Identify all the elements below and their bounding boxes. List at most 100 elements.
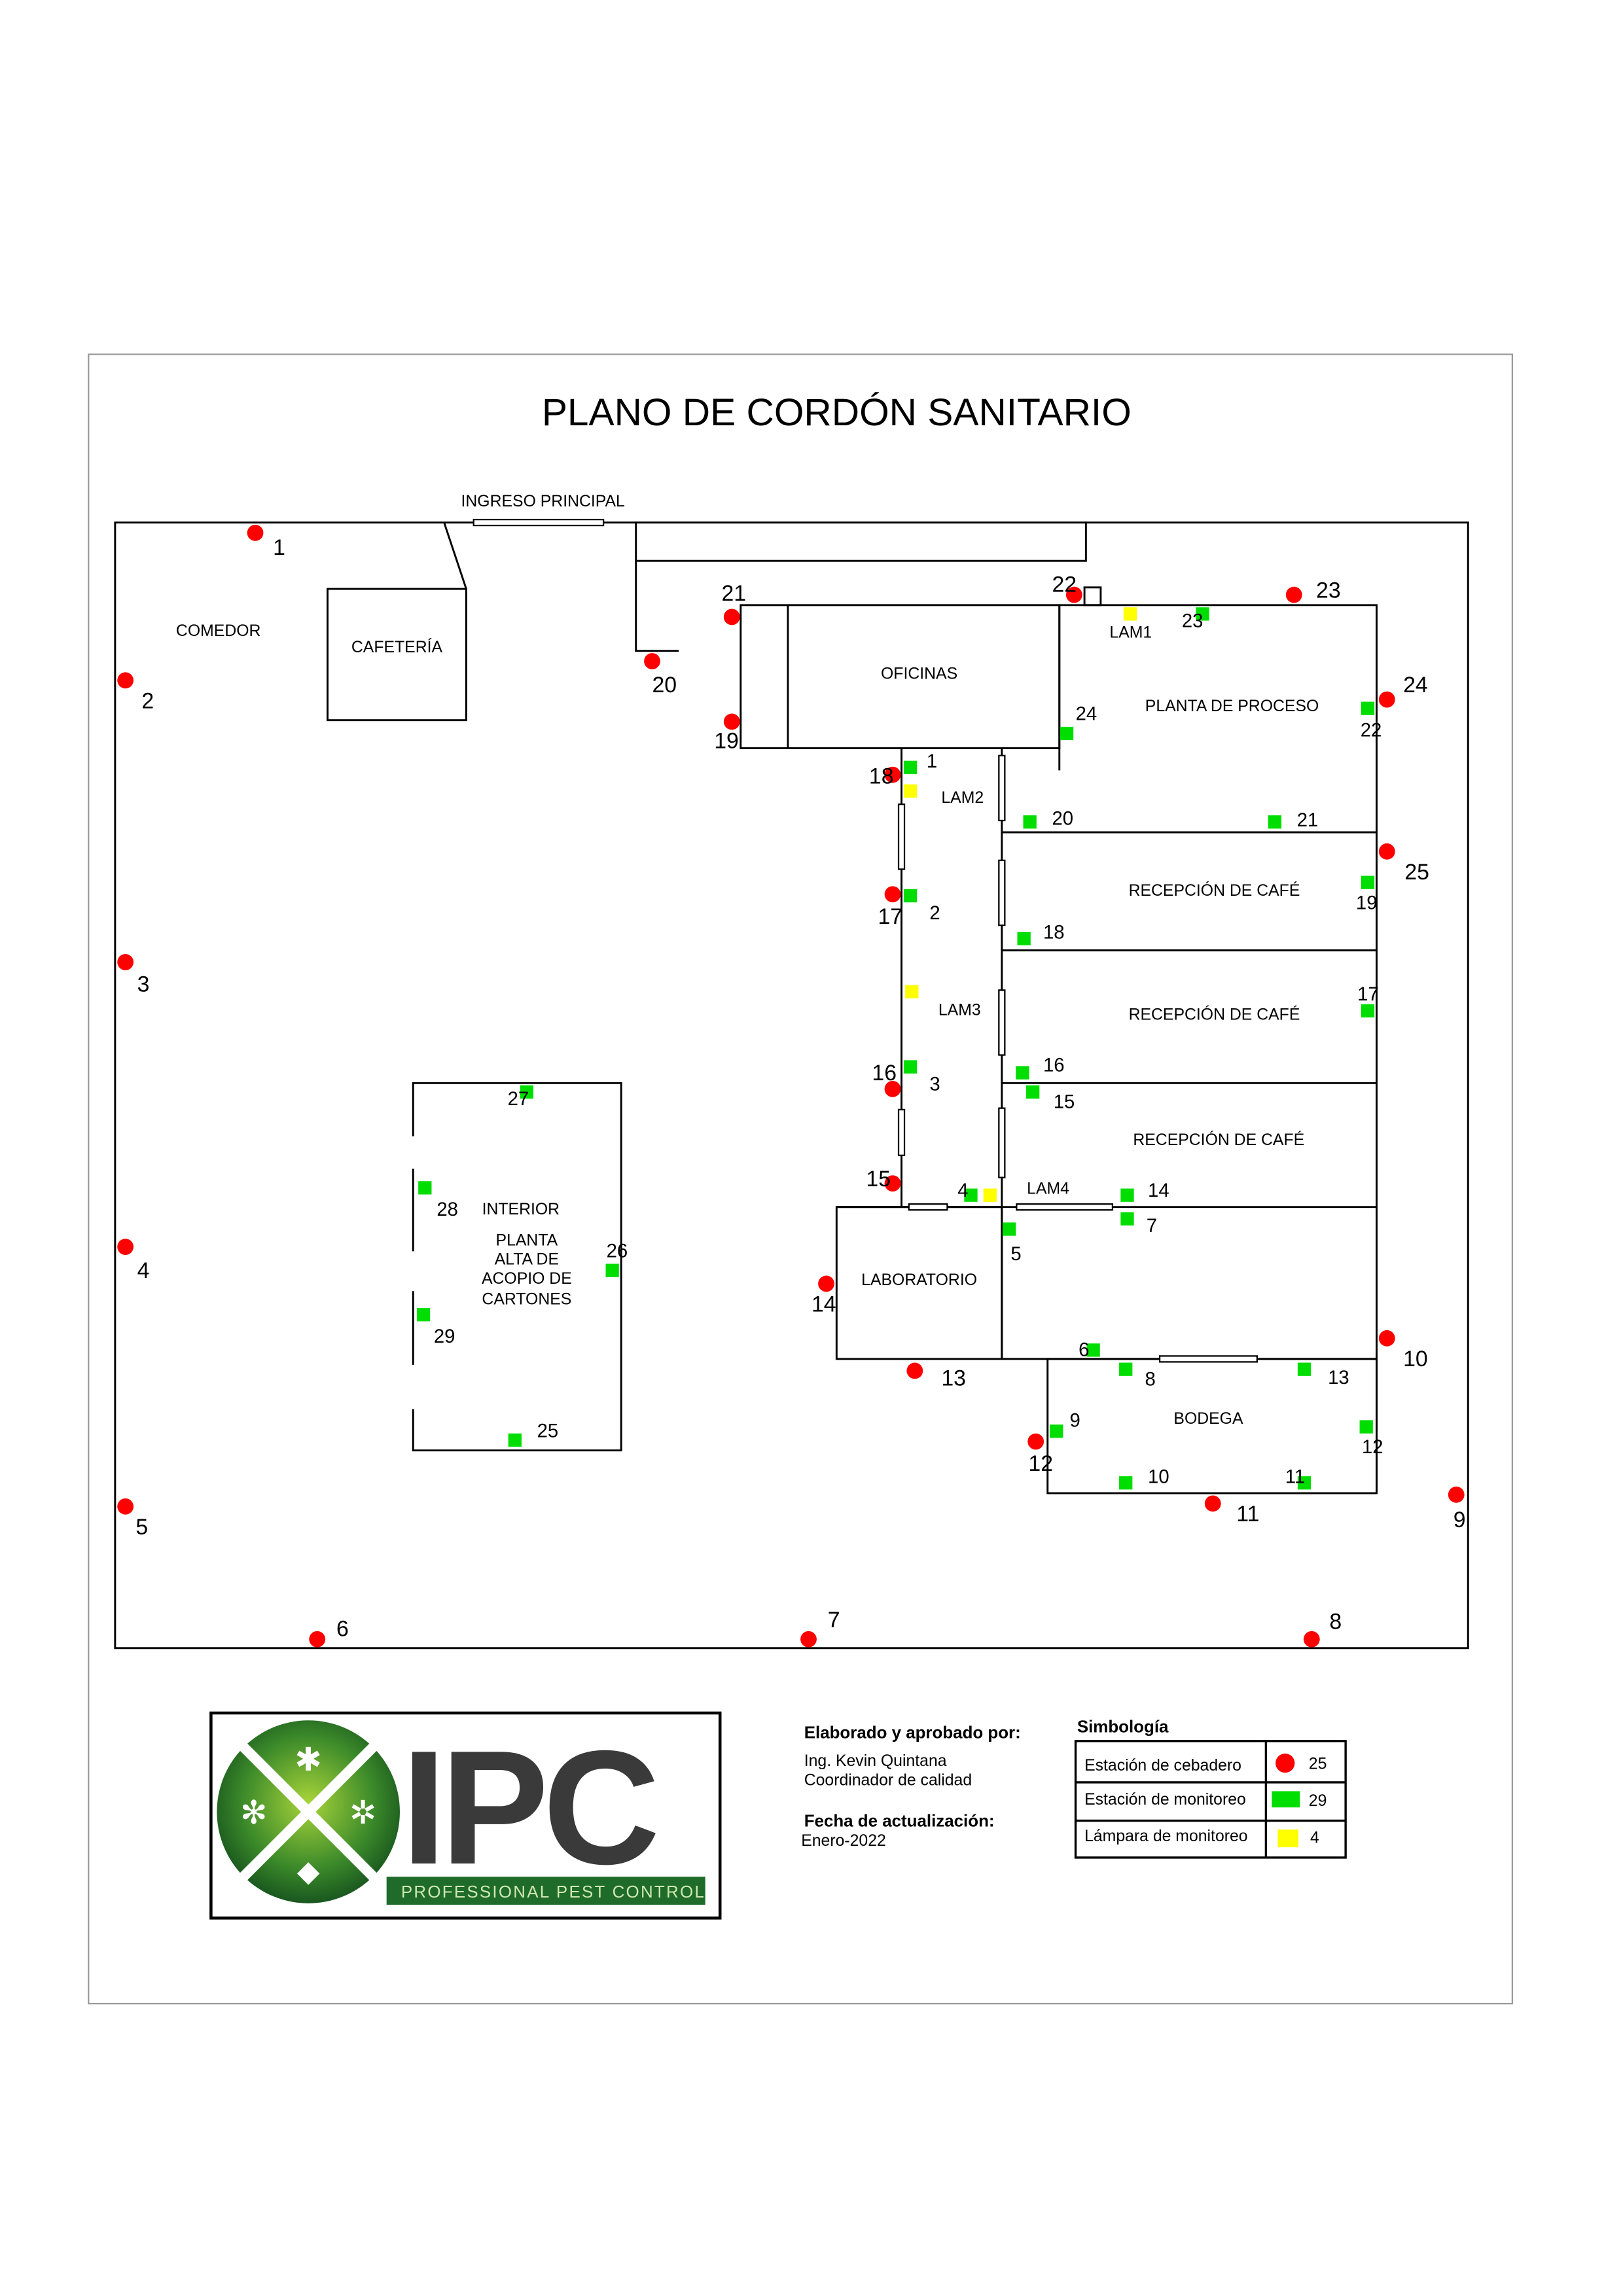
logo-tagline: PROFESSIONAL PEST CONTROL xyxy=(401,1883,705,1901)
bait-station-icon xyxy=(884,886,901,903)
legend-monitor-count: 29 xyxy=(1309,1792,1327,1810)
monitor-station-label: 2 xyxy=(929,902,940,924)
label-recepcion-3: RECEPCIÓN DE CAFÉ xyxy=(1133,1131,1304,1149)
label-planta-alta-3: ACOPIO DE xyxy=(482,1270,572,1288)
monitor-station-icon xyxy=(964,1188,978,1202)
label-planta-alta-2: ALTA DE xyxy=(495,1251,559,1269)
monitor-station-label: 3 xyxy=(929,1074,940,1095)
monitor-station-label: 24 xyxy=(1076,703,1097,725)
monitor-station-icon xyxy=(903,889,918,903)
monitor-station-icon xyxy=(1361,1004,1375,1017)
main-entrance-door xyxy=(473,518,605,527)
monitor-station-label: 29 xyxy=(434,1326,455,1347)
bait-station-label: 22 xyxy=(1052,573,1077,597)
bait-station-label: 21 xyxy=(721,581,746,606)
date-heading: Fecha de actualización: xyxy=(804,1812,995,1831)
monitor-station-icon xyxy=(605,1263,619,1277)
bait-station-icon xyxy=(1378,843,1395,860)
bait-station-icon xyxy=(1303,1631,1320,1648)
bait-station-label: 12 xyxy=(1028,1451,1053,1476)
monitor-station-icon xyxy=(903,760,918,774)
monitor-station-label: 15 xyxy=(1054,1091,1075,1113)
ipc-logo: ✱ ✲ ✻ ◆ IPC PROFESSIONAL PEST CONTROL xyxy=(209,1711,722,1920)
monitor-station-icon xyxy=(1120,1212,1134,1226)
monitor-station-icon xyxy=(1002,1222,1016,1236)
monitor-station-label: 16 xyxy=(1043,1054,1065,1076)
monitor-station-icon xyxy=(1026,1085,1040,1099)
bait-station-label: 1 xyxy=(273,535,285,560)
monitor-station-icon xyxy=(1016,1066,1029,1080)
bait-station-label: 20 xyxy=(652,673,677,698)
bait-station-label: 25 xyxy=(1404,860,1429,885)
monitor-station-icon xyxy=(903,1060,918,1074)
bait-station-label: 19 xyxy=(714,729,739,754)
logo-text: IPC xyxy=(401,1716,656,1898)
approver-name: Ing. Kevin Quintana xyxy=(804,1752,947,1770)
monitor-station-label: 17 xyxy=(1357,983,1379,1005)
monitor-station-label: 5 xyxy=(1010,1243,1021,1265)
monitor-station-label: 11 xyxy=(1285,1466,1305,1487)
lamp-label: LAM3 xyxy=(938,1002,981,1019)
legend-title: Simbología xyxy=(1077,1718,1169,1736)
label-laboratorio: LABORATORIO xyxy=(861,1271,977,1289)
page-border xyxy=(88,353,1514,2005)
monitor-station-icon xyxy=(418,1181,432,1195)
monitor-station-label: 18 xyxy=(1043,921,1065,943)
plan-title: PLANO DE CORDÓN SANITARIO xyxy=(542,391,1132,434)
bait-station-icon xyxy=(723,713,740,730)
approved-heading: Elaborado y aprobado por: xyxy=(804,1723,1021,1742)
legend-lamp-icon xyxy=(1277,1829,1298,1848)
bait-station-label: 14 xyxy=(812,1292,836,1317)
bait-station-icon xyxy=(117,672,134,689)
bait-station-icon xyxy=(117,954,134,970)
bait-station-icon xyxy=(884,1175,901,1192)
label-recepcion-1: RECEPCIÓN DE CAFÉ xyxy=(1129,882,1300,900)
legend-monitor-label: Estación de monitoreo xyxy=(1084,1791,1246,1809)
monitor-station-icon xyxy=(520,1085,534,1099)
approver-role: Coordinador de calidad xyxy=(804,1771,972,1789)
bait-station-label: 2 xyxy=(141,689,154,714)
monitor-station-label: 8 xyxy=(1145,1368,1156,1390)
monitor-station-label: 27 xyxy=(508,1088,529,1110)
label-bodega: BODEGA xyxy=(1173,1410,1243,1428)
label-cafeteria: CAFETERÍA xyxy=(351,639,443,656)
lamp-label: LAM1 xyxy=(1109,624,1152,641)
bait-station-label: 6 xyxy=(336,1617,349,1642)
bait-station-icon xyxy=(247,524,264,541)
label-entrance: INGRESO PRINCIPAL xyxy=(461,493,625,510)
update-date: Enero-2022 xyxy=(801,1832,886,1850)
monitor-station-icon xyxy=(508,1433,522,1447)
bait-station-icon xyxy=(1285,586,1302,603)
monitor-station-label: 19 xyxy=(1356,892,1378,913)
monitor-station-icon xyxy=(1359,1420,1373,1434)
monitor-station-icon xyxy=(1023,815,1037,829)
fly-icon: ✲ xyxy=(349,1794,377,1831)
label-oficinas: OFICINAS xyxy=(881,665,957,683)
monitor-station-label: 13 xyxy=(1328,1367,1349,1388)
legend-bait-count: 25 xyxy=(1309,1756,1327,1773)
label-planta-proceso: PLANTA DE PROCESO xyxy=(1145,698,1319,715)
bait-station-icon xyxy=(309,1631,326,1648)
label-planta-alta-1: PLANTA xyxy=(496,1231,558,1249)
bait-station-label: 23 xyxy=(1316,578,1341,603)
label-recepcion-2: RECEPCIÓN DE CAFÉ xyxy=(1129,1006,1300,1023)
lamp-label: LAM2 xyxy=(941,789,984,807)
legend-lamp-label: Lámpara de monitoreo xyxy=(1084,1828,1248,1845)
bait-station-label: 24 xyxy=(1403,673,1428,698)
monitor-station-icon xyxy=(416,1308,431,1322)
cockroach-icon: ✻ xyxy=(240,1794,268,1831)
bait-station-icon xyxy=(800,1631,817,1648)
monitor-station-label: 7 xyxy=(1147,1215,1157,1237)
monitor-station-label: 4 xyxy=(957,1180,968,1201)
monitor-station-icon xyxy=(1119,1362,1133,1376)
monitor-station-label: 9 xyxy=(1070,1410,1080,1432)
monitor-station-label: 28 xyxy=(437,1199,458,1220)
monitor-station-label: 12 xyxy=(1362,1436,1383,1458)
monitor-station-icon xyxy=(1297,1476,1311,1490)
bait-station-label: 7 xyxy=(828,1608,840,1633)
monitor-station-label: 14 xyxy=(1148,1180,1169,1201)
bait-station-label: 5 xyxy=(135,1515,148,1540)
lamp-label: LAM4 xyxy=(1027,1180,1069,1197)
bait-station-label: 10 xyxy=(1403,1347,1428,1371)
bait-station-label: 16 xyxy=(872,1061,897,1086)
